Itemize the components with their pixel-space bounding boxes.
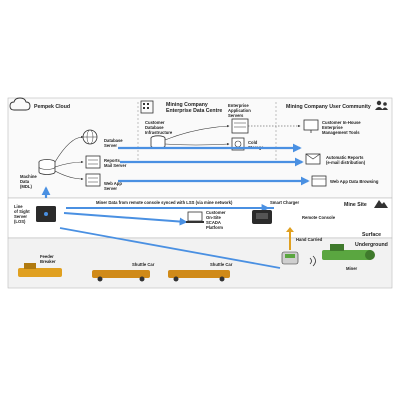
label-entapp-2: Application [228, 108, 251, 113]
arrow-los-to-scada [63, 212, 188, 226]
label-reports-1: Reports [104, 158, 120, 163]
label-shuttle-1: Shuttle Car [132, 262, 155, 267]
connector-custdb-to-cold [164, 142, 230, 146]
section-underground: Underground [355, 242, 388, 248]
label-entapp-1: Enterprise [228, 103, 249, 108]
label-hand-carried: Hand Carried [296, 237, 323, 242]
los-server-device [36, 206, 56, 222]
label-tools-2: Enterprise [322, 125, 343, 130]
label-scada-1: Customer [206, 210, 226, 215]
shuttle-car-2-machine [168, 270, 230, 282]
monitor-icon-tools [303, 119, 319, 133]
scada-laptop-icon [186, 211, 204, 223]
label-tools-3: Management Tools [322, 130, 360, 135]
arrow-hand-carried-head [286, 227, 294, 232]
database-icon [38, 159, 56, 175]
connector-custdb-to-apps [164, 124, 230, 141]
section-datacentre-line2: Enterprise Data Centre [166, 108, 222, 114]
feeder-breaker-machine [18, 263, 62, 277]
label-los-4: (LOS) [14, 219, 26, 224]
connector-db-to-webapp [54, 170, 84, 181]
mountain-icon [374, 200, 388, 208]
label-scada-2: On-Site [206, 215, 222, 220]
label-scada-3: SCADA [206, 220, 221, 225]
link-los-to-miner [59, 227, 281, 269]
customer-db-icon [150, 135, 166, 149]
email-icon [305, 153, 321, 165]
label-web-browsing: Web App Data Browsing [330, 179, 379, 184]
label-smart-charger: Smart Charger [270, 200, 299, 205]
miner-machine [322, 244, 375, 260]
sync-note: Miner Data from remote console synced wi… [96, 200, 233, 205]
label-shuttle-2: Shuttle Car [210, 262, 233, 267]
label-autoreports-1: Automatic Reports [326, 155, 364, 160]
label-custdb-1: Customer [145, 120, 165, 125]
label-tools-1: Customer In-House [322, 120, 361, 125]
server-icon-webapp [85, 173, 101, 187]
label-los-1: Line [14, 204, 23, 209]
wireless-icon [309, 255, 316, 267]
label-custdb-3: Infrastructure [145, 130, 173, 135]
label-machine-data-2: Data [20, 179, 30, 184]
app-server-rack-icon [231, 118, 249, 134]
server-icon-reports [85, 155, 101, 169]
label-machine-data-3: (MDL) [20, 184, 32, 189]
section-community: Mining Company User Community [286, 104, 371, 110]
label-feeder-1: Feeder [40, 254, 54, 259]
smart-charger-device [252, 210, 272, 224]
label-reports-2: Mail Server [104, 163, 127, 168]
cloud-icon [9, 97, 31, 111]
label-cold-1: Cold [248, 140, 258, 145]
shuttle-car-1-machine [92, 270, 150, 282]
underground-region [7, 237, 393, 289]
label-machine-data-1: Machine [20, 174, 37, 179]
remote-console-device [281, 251, 299, 265]
label-webapp-1: Web App [104, 181, 122, 186]
label-autoreports-2: (e-mail distribution) [326, 160, 366, 165]
section-minesite: Mine Site [344, 202, 367, 208]
users-icon [375, 100, 388, 110]
label-database-server-2: Server [104, 143, 117, 148]
label-database-server-1: Database [104, 138, 123, 143]
section-cloud: Pempek Cloud [34, 104, 70, 110]
globe-icon-db-server [82, 129, 98, 145]
label-entapp-3: Servers [228, 113, 244, 118]
label-webapp-2: Server [104, 186, 117, 191]
label-feeder-2: Breaker [40, 259, 56, 264]
connector-db-to-reports [54, 160, 84, 168]
label-remote-console: Remote Console [302, 215, 336, 220]
label-scada-4: Platform [206, 225, 223, 230]
label-custdb-2: Database [145, 125, 164, 130]
label-los-2: of Sight [14, 209, 30, 214]
section-surface: Surface [362, 232, 381, 238]
label-los-3: Server [14, 214, 27, 219]
section-datacentre-line1: Mining Company [166, 102, 208, 108]
browser-icon [311, 175, 327, 187]
label-miner: Miner [346, 266, 358, 271]
building-icon [140, 100, 154, 114]
connector-db-to-dbserver [54, 135, 84, 163]
